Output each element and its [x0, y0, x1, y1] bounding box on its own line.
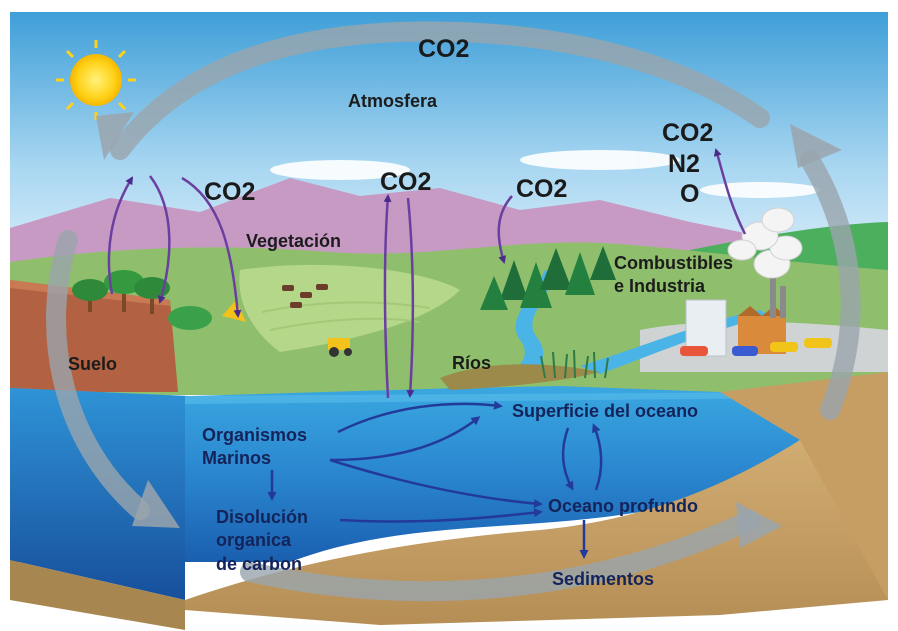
co2-soil-label: CO2 — [204, 178, 256, 206]
river-delta — [440, 364, 600, 390]
clouds — [270, 150, 820, 198]
field — [239, 264, 460, 352]
emissions-line-1: CO2 — [662, 119, 714, 147]
ocean-front — [10, 388, 185, 600]
seabed-front — [10, 560, 185, 630]
ocean-flux-arrows — [267, 400, 603, 559]
co2-atmosphere-label: CO2 — [418, 35, 470, 63]
disolucion-line-2: organica — [216, 530, 292, 551]
cycle-arrowheads — [96, 112, 842, 548]
seabed — [185, 390, 888, 625]
co2-vegetation-label: CO2 — [380, 168, 432, 196]
suelo-label: Suelo — [68, 354, 118, 374]
sedimentos-label: Sedimentos — [552, 569, 655, 589]
organismos-marinos-label: Organismos Marinos — [202, 424, 307, 471]
forest — [480, 246, 616, 310]
disolucion-line-1: Disolución — [216, 507, 309, 527]
smoke-icon — [727, 207, 803, 279]
vegetacion-label: Vegetación — [246, 231, 342, 251]
combustibles-line-2: e Industria — [614, 275, 706, 296]
ocean — [10, 386, 800, 562]
right-cliff — [720, 372, 888, 600]
emissions-label: CO2 N2 O — [662, 118, 713, 210]
atmosphere-flux-arrows — [107, 148, 747, 399]
co2-forest-label: CO2 — [516, 175, 568, 203]
ocean-surface-line — [185, 392, 800, 404]
rios-label: Ríos — [452, 353, 492, 373]
sun-icon — [56, 40, 136, 120]
tractor-icon — [328, 338, 352, 357]
emissions-line-3: O — [680, 180, 700, 208]
organismos-line-2: Marinos — [202, 448, 272, 469]
car-icon — [680, 338, 832, 356]
disolucion-label: Disolución organica de carbon — [216, 506, 308, 576]
combustibles-line-1: Combustibles — [614, 253, 734, 273]
atmosfera-label: Atmosfera — [348, 91, 438, 111]
reeds — [540, 349, 609, 379]
superficie-oceano-label: Superficie del oceano — [512, 401, 699, 421]
oceano-profundo-label: Oceano profundo — [548, 496, 698, 516]
disolucion-line-3: de carbon — [216, 553, 303, 574]
carbon-cycle-arrow — [46, 21, 861, 602]
organismos-line-1: Organismos — [202, 425, 308, 445]
combustibles-label: Combustibles e Industria — [614, 252, 733, 297]
emissions-line-2: N2 — [668, 149, 700, 178]
cow-icon — [282, 284, 328, 308]
tree-icon — [72, 270, 246, 330]
